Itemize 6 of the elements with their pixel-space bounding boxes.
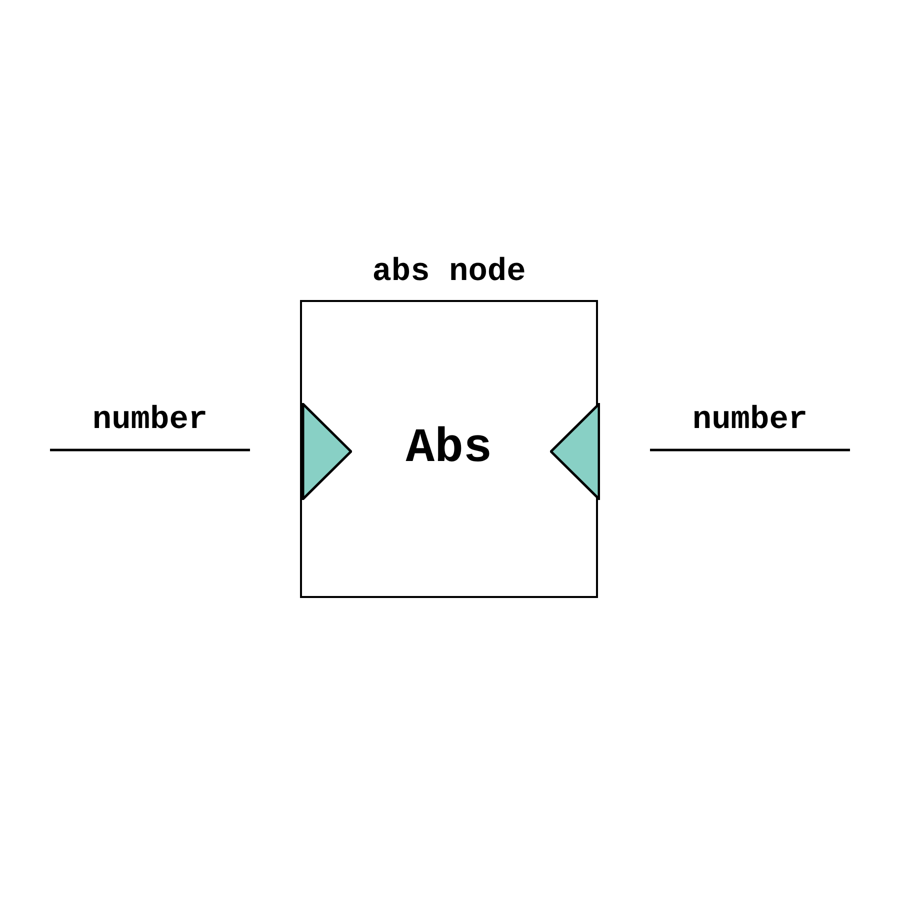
signal-label: number (92, 402, 208, 438)
port-triangle (302, 403, 352, 500)
block-heading: abs node (372, 254, 526, 290)
port-triangle (550, 403, 600, 500)
signal-label: number (692, 402, 808, 438)
block-name: Abs (406, 423, 492, 475)
